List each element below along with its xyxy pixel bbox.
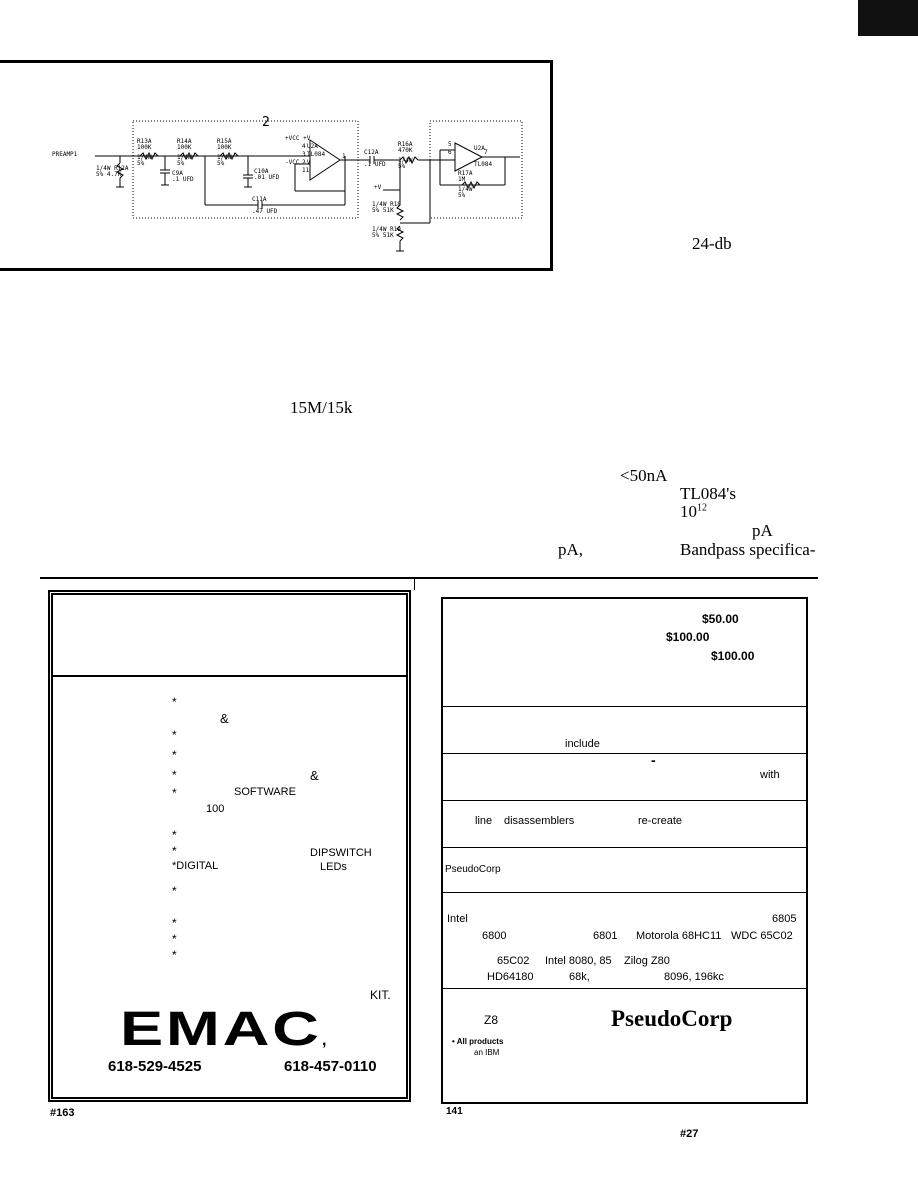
pc-price-2: $100.00 (666, 630, 710, 644)
pseudocorp-advertisement (441, 597, 808, 1104)
text-ratio: 15M/15k (290, 398, 353, 417)
pc-8096: 8096, 196kc (664, 971, 724, 983)
emac-leds: LEDs (320, 861, 347, 873)
pc-separator (443, 706, 806, 707)
emac-logo-comma: , (322, 1032, 327, 1049)
u2a-label: +VCC +V U2A TL084 -VCC -V (285, 135, 326, 166)
pc-price-1: $50.00 (702, 612, 739, 626)
pc-reader-service-small: 141 (446, 1106, 463, 1117)
emac-bullet: * (172, 786, 177, 800)
corner-thumbnail (858, 0, 918, 36)
ad-section-rule (40, 577, 818, 579)
pc-intel: Intel (447, 913, 468, 925)
emac-digital: *DIGITAL (172, 860, 219, 872)
text-pa2: pA, (558, 540, 584, 559)
emac-bullet: * (172, 828, 177, 842)
pc-zilog: Zilog Z80 (624, 955, 670, 967)
pc-6801: 6801 (593, 930, 618, 942)
emac-kit: KIT. (370, 988, 391, 1002)
c10-label: C10A.01 UFD (254, 168, 280, 181)
pc-reader-service: #27 (680, 1128, 699, 1140)
emac-bullet: * (172, 768, 177, 782)
pc-pseudocorp-small: PseudoCorp (445, 864, 501, 875)
pc-68k: 68k, (569, 971, 590, 983)
pc-with: with (760, 769, 780, 781)
emac-bullet: * (172, 884, 177, 898)
schematic-drawing (95, 120, 523, 252)
text-power: 1012 (680, 502, 707, 521)
pc-separator (443, 753, 806, 754)
text-opamp: TL084's (680, 484, 736, 503)
emac-logo: EMAC (120, 1003, 322, 1056)
pc-hd64180: HD64180 (487, 971, 534, 983)
emac-bullet: * (172, 948, 177, 962)
preamp-label: PREAMP1 (52, 151, 78, 158)
pc-line: line (475, 815, 493, 827)
emac-phone-1: 618-529-4525 (108, 1058, 202, 1075)
pc-68hc11: Motorola 68HC11 (636, 930, 722, 942)
pc-6805: 6805 (772, 913, 797, 925)
pc-disassemblers: disassemblers (504, 815, 575, 827)
emac-software: SOFTWARE (234, 786, 296, 798)
u2a-pin-out: 1 (342, 153, 346, 160)
text-current: <50nA (620, 466, 668, 485)
emac-bullet: * (172, 695, 177, 709)
pc-include: include (565, 738, 600, 750)
pc-wdc: WDC 65C02 (731, 930, 793, 942)
pc-intel8080: Intel 8080, 85 (545, 955, 612, 967)
c12-label: C12A.1 UFD (364, 149, 386, 168)
pc-6800: 6800 (482, 930, 507, 942)
u2b-pin-out: 7 (484, 149, 488, 156)
text-pa1: pA (752, 521, 773, 540)
c9-label: C9A.1 UFD (172, 170, 194, 183)
stage-label: 2 (262, 115, 270, 130)
emac-advertisement (48, 590, 411, 1102)
text-24db: 24-db (692, 234, 732, 253)
emac-bullet: * (172, 916, 177, 930)
emac-dipswitch: DIPSWITCH (310, 847, 372, 859)
text-bandpass: Bandpass specifica- (680, 540, 816, 559)
emac-header-rule (53, 675, 406, 677)
pc-dash: - (651, 752, 656, 768)
emac-bullet: * (172, 844, 177, 858)
emac-bullet: * (172, 932, 177, 946)
emac-hundred: 100 (206, 803, 225, 815)
c11-label: C11A.47 UFD (252, 196, 278, 215)
pc-ibm: an IBM (474, 1048, 500, 1057)
pc-all-products: • All products (452, 1037, 504, 1046)
ad-divider-tick (414, 578, 415, 590)
pc-z8: Z8 (484, 1013, 499, 1027)
pc-separator (443, 988, 806, 989)
pc-separator (443, 800, 806, 801)
pc-separator (443, 847, 806, 848)
emac-bullet: * (172, 748, 177, 762)
pc-price-3: $100.00 (711, 649, 755, 663)
pc-65c02: 65C02 (497, 955, 530, 967)
emac-reader-service: #163 (50, 1107, 75, 1119)
pc-separator (443, 892, 806, 893)
emac-software-amp: & (310, 768, 319, 783)
emac-amp: & (220, 711, 229, 726)
plus-v-label: +V (374, 184, 382, 191)
pc-recreate: re-create (638, 815, 683, 827)
emac-phone-2: 618-457-0110 (284, 1058, 377, 1075)
emac-bullet: * (172, 728, 177, 742)
pc-logo: PseudoCorp (611, 1006, 733, 1031)
